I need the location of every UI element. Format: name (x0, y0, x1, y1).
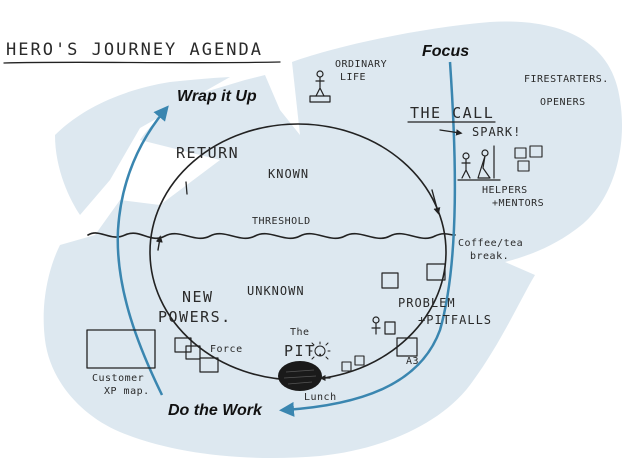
ordinary-life-label-1: ORDINARY (335, 59, 387, 70)
spark-arrow (439, 129, 463, 136)
a3-note: A3 (406, 356, 419, 367)
problem-note-icon (381, 272, 399, 289)
problem-small-notes-icon (341, 355, 365, 372)
the-pit-label-1: The (290, 327, 310, 338)
ordinary-life-label-2: LIFE (340, 72, 366, 83)
the-pit-label-2: PIT. (284, 342, 326, 360)
force-boxes-icon (174, 337, 219, 373)
spark-label: SPARK! (472, 125, 521, 139)
firestarters-note-2: OPENERS (540, 97, 586, 108)
work-arrow (116, 105, 169, 396)
lunch-note: Lunch (304, 392, 337, 403)
background-blob (43, 21, 623, 459)
do-the-work-label: Do the Work (168, 402, 263, 419)
circle-arrow-left (155, 235, 163, 251)
force-note: Force (210, 344, 243, 355)
unknown-label: UNKNOWN (247, 284, 305, 298)
return-tick (185, 181, 188, 195)
threshold-line (87, 232, 456, 240)
pit-hatching (283, 369, 317, 385)
hero-figure-icon (309, 70, 331, 103)
sun-doodle-icon (309, 341, 331, 360)
new-powers-label-1: NEW (182, 288, 214, 306)
circle-arrow-right (431, 189, 441, 215)
coffee-box-icon (426, 263, 446, 281)
customer-note-2: XP map. (104, 386, 150, 397)
threshold-label: THRESHOLD (252, 216, 311, 227)
pit-icon (278, 361, 322, 391)
return-label: RETURN (176, 144, 239, 162)
coffee-note-1: Coffee/tea (458, 238, 523, 249)
a3-sheet-icon (396, 337, 418, 357)
problem-label-1: PROBLEM (398, 296, 456, 310)
customer-note-1: Customer (92, 373, 144, 384)
helpers-note-1: HELPERS (482, 185, 528, 196)
focus-label: Focus (422, 43, 469, 60)
new-powers-label-2: POWERS. (158, 308, 232, 326)
page-title: HERO'S JOURNEY AGENDA (6, 40, 263, 60)
title-underline (3, 61, 281, 64)
the-call-label: THE CALL (410, 104, 494, 122)
firestarters-note-1: FIRESTARTERS. (524, 74, 609, 85)
problem-label-2: +PITFALLS (418, 313, 492, 327)
pitfall-people-icon (371, 316, 396, 335)
known-label: KNOWN (268, 167, 309, 181)
sticky-notes-icon (514, 145, 543, 172)
coffee-note-2: break. (470, 251, 509, 262)
focus-arrow (279, 61, 457, 417)
wrap-it-up-label: Wrap it Up (177, 88, 257, 105)
customer-map-board-icon (86, 329, 156, 369)
mentor-figures-icon (457, 145, 501, 181)
helpers-note-2: +MENTORS (492, 198, 544, 209)
